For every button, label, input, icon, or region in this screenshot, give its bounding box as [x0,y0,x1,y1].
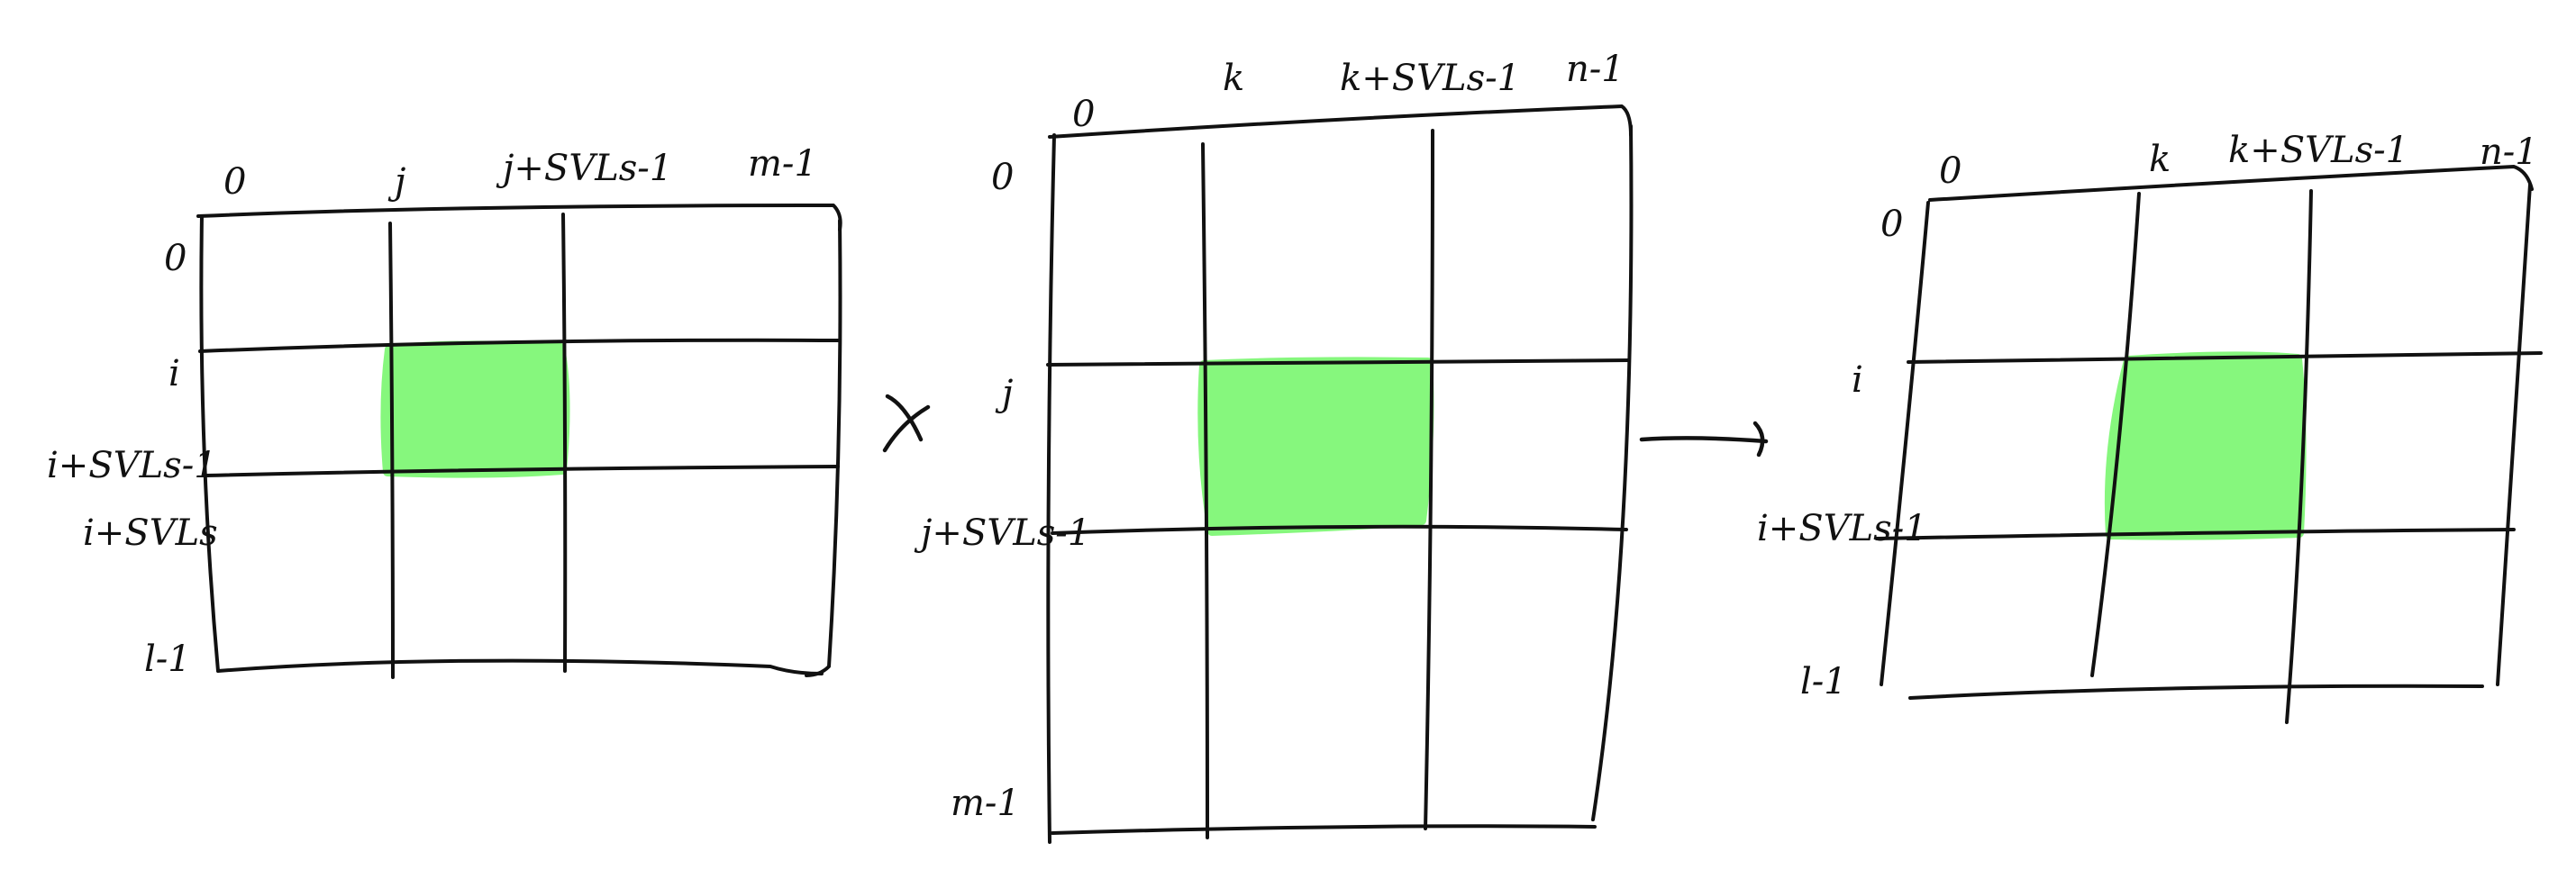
matrix-a-col-label: 0 [223,161,246,203]
matrix-a-col-label: j+SVLs-1 [496,148,672,189]
matrix-a-row-label: 0 [164,238,187,279]
matrix-a-col-line-jsvl [561,213,568,673]
matrix-a-highlight-block [380,340,570,478]
matrix-b-col-line-ksvl [1424,129,1434,830]
arrow-right-icon [1639,421,1769,458]
matrix-a-row-label: i+SVLs [83,512,218,554]
matrix-c-right-border [2496,183,2532,686]
matrix-a-row-label: l-1 [144,639,191,680]
matrix-a-left-border [199,214,220,673]
matrix-c-bottom-border [1908,684,2484,700]
matrix-b-highlight-block [1197,357,1434,536]
multiply-icon [882,394,931,453]
matrix-c-row-label: i+SVLs-1 [1757,508,1927,549]
matrix-c-top-border [1928,165,2534,202]
matrix-a-col-label: j [387,161,405,203]
matrix-b-col-label: k [1223,58,1244,99]
matrix-c-col-label: k+SVLs-1 [2228,130,2408,171]
matrix-a-row-line-i [198,338,842,353]
matrix-b-row-line-j [1046,358,1631,367]
matrix-c-col-label: k [2149,139,2171,180]
matrix-c-col-line-k [2090,192,2141,677]
matrix-c-row-line-i [1907,351,2543,364]
matrix-c-left-border [1880,201,1930,686]
matrix-b-row-line-jsvl [1051,524,1628,535]
matrix-b: 0 k k+SVLs-1 n-1 0 j j+SVLs-1 m-1 [914,49,1634,844]
matrix-a-col-label: m-1 [748,143,817,185]
matrix-b-row-label: j+SVLs-1 [914,512,1090,554]
matrix-c-row-label: l-1 [1800,661,1847,702]
matrix-b-row-label: m-1 [951,783,1020,824]
matrix-b-col-label: n-1 [1566,49,1625,90]
matrix-c-col-label: n-1 [2480,131,2538,173]
matrix-c-highlight-block [2104,351,2307,540]
matrix-a-row-line-isvl [204,465,840,477]
matrix-c-row-label: 0 [1880,204,1903,245]
matrix-b-right-border [1591,124,1634,821]
matrix-c-col-label: 0 [1939,150,1962,192]
matrix-c-col-line-ksvl [2285,189,2313,724]
matrix-b-col-label: k+SVLs-1 [1340,58,1520,99]
matrix-b-top-border [1048,104,1633,139]
matrix-b-row-label: j [995,373,1013,414]
matrix-a-top-border [196,204,842,231]
matrix-b-left-border [1046,133,1056,844]
matrix-a-bottom-border [216,658,824,675]
matrix-a-row-label: i [168,353,180,394]
matrix-b-col-label: 0 [1072,94,1095,135]
matrix-b-col-line-k [1201,142,1209,839]
matrix-a-row-label: i+SVLs-1 [47,445,217,486]
matrix-b-bottom-border [1051,824,1597,835]
matrix-b-row-label: 0 [991,157,1014,198]
matrix-c: 0 k k+SVLs-1 n-1 0 i i+SVLs-1 l-1 [1757,130,2543,724]
matrix-a-col-line-j [388,222,395,679]
matrix-a-right-border [805,219,842,677]
matrix-c-row-label: i [1852,359,1863,401]
matrix-a: 0 j j+SVLs-1 m-1 0 i i+SVLs-1 i+SVLs l-1 [47,143,842,680]
matrix-c-row-line-isvl [1875,528,2516,540]
